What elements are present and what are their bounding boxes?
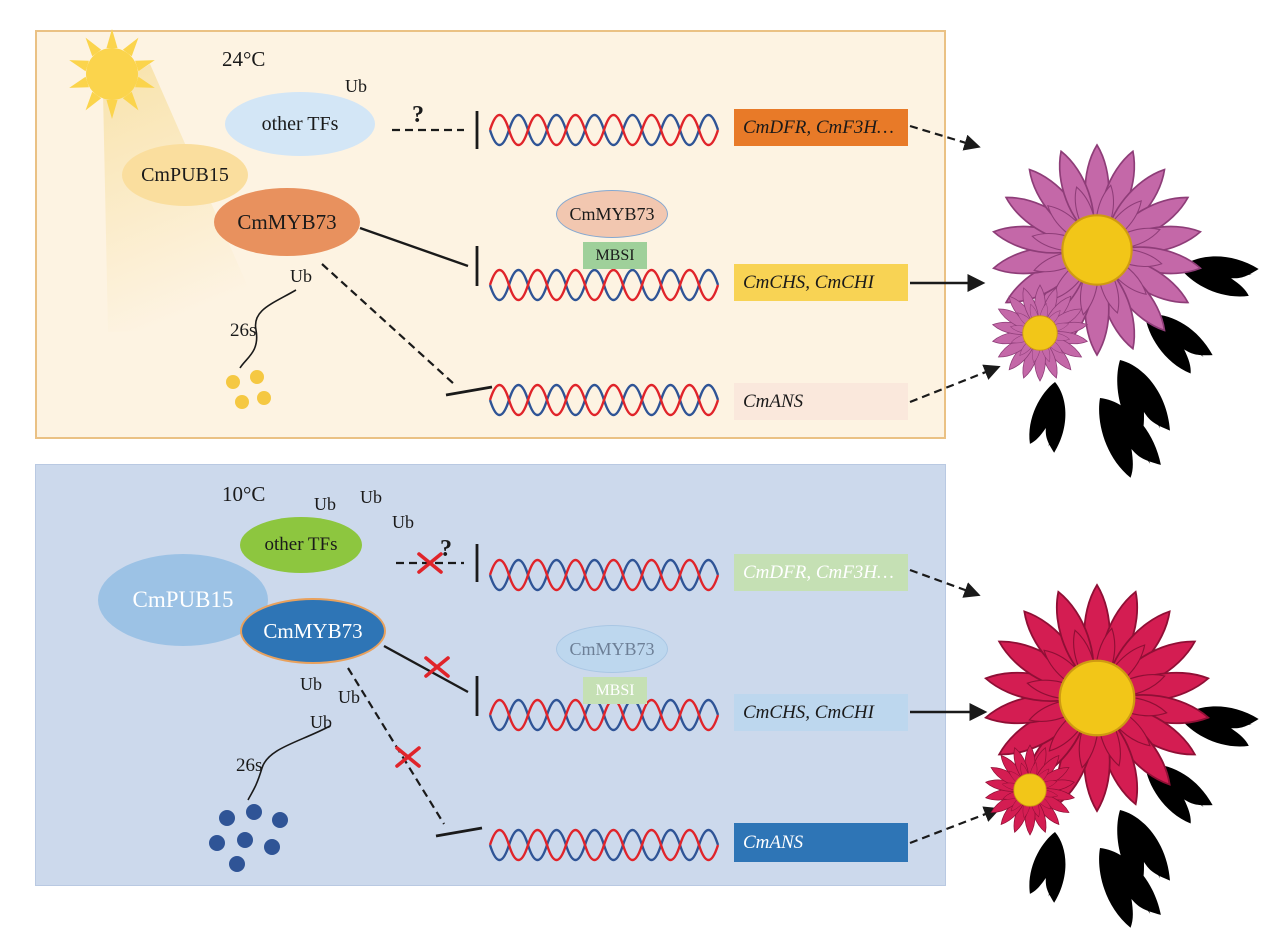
dna-helix (488, 698, 720, 732)
sun-icon (67, 29, 157, 119)
mbsi-box-warm: MBSI (583, 242, 647, 269)
question-mark-warm: ? (412, 102, 424, 128)
cold-links (247, 544, 1001, 845)
mbsi-box-cold: MBSI (583, 677, 647, 704)
arrow-dfr-to-flower (909, 568, 981, 598)
warm-links (239, 111, 1001, 404)
x-mark-icon (395, 746, 421, 768)
dna-helix (488, 113, 720, 147)
other-tfs-ellipse-cold: other TFs (240, 517, 362, 573)
gene-box-dfr-cold: CmDFR, CmF3H… (734, 554, 908, 591)
chrysanthemum-cold (984, 585, 1260, 929)
gene-box-dfr-warm: CmDFR, CmF3H… (734, 109, 908, 146)
other-tfs-ellipse-warm: other TFs (225, 92, 375, 156)
proteasome-26s-label-cold: 26s (236, 755, 263, 776)
gene-box-ans-warm: CmANS (734, 383, 908, 420)
degradation-dots-cold (209, 804, 288, 872)
gene-box-ans-cold: CmANS (734, 823, 908, 862)
dna-helix (488, 268, 720, 302)
cmpub15-ellipse-warm: CmPUB15 (122, 144, 248, 206)
dna-helix (488, 828, 720, 862)
arrow-dfr-to-flower (909, 124, 981, 151)
temperature-label-cold: 10°C (222, 482, 266, 506)
gene-box-chs-warm: CmCHS, CmCHI (734, 264, 908, 301)
ub-label: Ub (314, 494, 336, 514)
snowflake-icon (67, 472, 147, 552)
inhibition-dashed-ans (321, 263, 455, 385)
myb73-dna-complex-cold: CmMYB73 (556, 625, 668, 673)
temperature-label-warm: 24°C (222, 47, 266, 71)
ub-label: Ub (290, 266, 312, 286)
proteasome-26s-label-warm: 26s (230, 320, 257, 341)
cmmyb73-ellipse-warm: CmMYB73 (214, 188, 360, 256)
dna-helix (488, 558, 720, 592)
cmpub15-ellipse-cold: CmPUB15 (98, 554, 268, 646)
ub-label: Ub (338, 687, 360, 707)
x-mark-icon (424, 656, 450, 678)
degradation-path (239, 289, 297, 369)
ub-label: Ub (345, 76, 367, 96)
degradation-path (247, 725, 331, 801)
gene-box-chs-cold: CmCHS, CmCHI (734, 694, 908, 731)
dna-helix (488, 383, 720, 417)
degradation-dots-warm (226, 370, 271, 409)
panel-10c (35, 464, 946, 886)
ub-label: Ub (310, 712, 332, 732)
myb73-dna-complex-warm: CmMYB73 (556, 190, 668, 238)
arrow-ans-to-flower (909, 806, 1001, 845)
ub-label: Ub (392, 512, 414, 532)
question-mark-cold: ? (440, 536, 452, 562)
ub-label: Ub (300, 674, 322, 694)
chrysanthemum-warm (992, 145, 1260, 486)
arrow-ans-to-flower (909, 364, 1001, 404)
inhibition-solid-chs (359, 226, 469, 268)
cmmyb73-ellipse-cold: CmMYB73 (240, 598, 386, 664)
ub-label: Ub (360, 487, 382, 507)
inhibition-solid-chs (383, 644, 469, 694)
inhibition-dashed-ans (347, 667, 445, 825)
